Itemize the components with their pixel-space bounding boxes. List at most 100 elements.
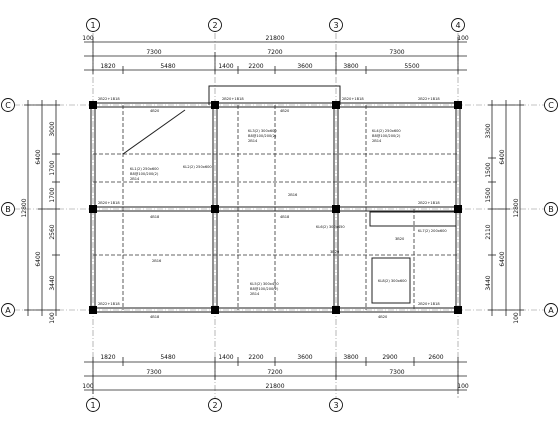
beam-note: KL2(2) 250x600 <box>183 165 212 169</box>
beam-note: 2B14 <box>248 139 258 143</box>
dim-left-sub-4: 2560 <box>49 224 56 239</box>
beam-notes: 2B22+1B18 2B20+1B18 2B20+1B18 2B22+1B18 … <box>98 97 447 319</box>
beam-note: 4B20 <box>150 109 160 113</box>
beam-note: 2B22+1B18 <box>98 302 120 306</box>
axis-label-2: 2 <box>212 21 217 30</box>
dim-bottom-bay-3: 7300 <box>389 369 404 376</box>
axis-label-4: 4 <box>455 21 460 30</box>
beam-note: KL4(2) 250x600 <box>372 129 401 133</box>
beam-note: 2B20+1B18 <box>222 97 244 101</box>
beam-note: 4B20 <box>280 109 290 113</box>
beam-note: 2B14 <box>250 292 260 296</box>
dim-right-sub-3: 1500 <box>485 187 492 202</box>
dim-top-sub-1: 1820 <box>100 63 115 70</box>
dim-bottom-sub-5: 3600 <box>297 354 312 361</box>
dim-top-sub-7: 5500 <box>404 63 419 70</box>
beam-note: KL5(2) 300x450 <box>250 282 279 286</box>
beam-note: 3B20 <box>395 237 405 241</box>
dim-top-sub-4: 2200 <box>248 63 263 70</box>
dim-right-sub-2: 1500 <box>485 162 492 177</box>
dim-right-sub-5: 3440 <box>485 275 492 290</box>
dim-right-sub-1: 3300 <box>485 123 492 138</box>
bottom-dimensions: 1820 5480 1400 2200 3600 3800 2900 2600 … <box>82 354 469 394</box>
beam-note: 2B20+1B18 <box>418 302 440 306</box>
beam-note: KL8(2) 300x600 <box>378 279 407 283</box>
beam-note: 2B20+1B18 <box>342 97 364 101</box>
axis-label-c-right: C <box>548 101 554 110</box>
beam-note: 2B16 <box>152 259 162 263</box>
axis-label-c: C <box>5 101 11 110</box>
dim-bottom-sub-2: 5480 <box>160 354 175 361</box>
axis-label-2-bottom: 2 <box>212 401 217 410</box>
beam-note: 4B18 <box>150 215 160 219</box>
axis-label-1: 1 <box>90 21 95 30</box>
beam-note: 2B22+1B18 <box>98 97 120 101</box>
dim-left-bay-1: 6400 <box>35 149 42 164</box>
beam-note: 3B20 <box>330 250 340 254</box>
dim-bottom-bay-2: 7200 <box>267 369 282 376</box>
dim-left-bay-2: 6400 <box>35 251 42 266</box>
dim-top-bay-2: 7200 <box>267 49 282 56</box>
beam-note: 2B16 <box>288 193 298 197</box>
axis-label-b: B <box>5 205 11 214</box>
dim-right-bay-1: 6400 <box>499 149 506 164</box>
left-dimensions: 12800 6400 6400 3000 1700 1700 2560 3440… <box>21 100 60 324</box>
beam-note: KL6(2) 300x450 <box>316 225 345 229</box>
beam-note: B8@100/200(2) <box>130 172 159 176</box>
dim-bottom-sub-6: 3800 <box>343 354 358 361</box>
dim-top-bay-1: 7300 <box>146 49 161 56</box>
axis-label-1-bottom: 1 <box>90 401 95 410</box>
top-dimensions: 100 21800 100 7300 7200 7300 1820 5480 1… <box>82 35 469 74</box>
columns <box>89 101 462 314</box>
dim-bottom-sub-4: 2200 <box>248 354 263 361</box>
dim-bottom-sub-8: 2600 <box>428 354 443 361</box>
axis-bubbles: 1 2 3 4 1 2 3 C B A C B A <box>1 18 558 412</box>
dim-top-bay-3: 7300 <box>389 49 404 56</box>
beam-note: 2B22+1B18 <box>418 201 440 205</box>
dim-bottom-overall: 21800 <box>265 383 284 390</box>
dim-top-offset-right: 100 <box>457 35 469 42</box>
dim-top-sub-5: 3600 <box>297 63 312 70</box>
dim-left-sub-3: 1700 <box>49 187 56 202</box>
dim-left-overall: 12800 <box>21 198 28 217</box>
beam-note: B8@100/200(2) <box>250 287 279 291</box>
beam-note: 2B14 <box>372 139 382 143</box>
dim-bottom-sub-7: 2900 <box>382 354 397 361</box>
beam-note: 4B20 <box>378 315 388 319</box>
beam-note: KL1(2) 250x600 <box>130 167 159 171</box>
dim-left-end: 100 <box>49 312 56 324</box>
axis-label-3-bottom: 3 <box>333 401 338 410</box>
dim-right-bay-2: 6400 <box>499 251 506 266</box>
dim-top-sub-6: 3800 <box>343 63 358 70</box>
dim-top-overall: 21800 <box>265 35 284 42</box>
axis-label-3: 3 <box>333 21 338 30</box>
dim-top-sub-3: 1400 <box>218 63 233 70</box>
dim-right-overall: 12800 <box>513 198 520 217</box>
dim-bottom-sub-3: 1400 <box>218 354 233 361</box>
dim-bottom-bay-1: 7300 <box>146 369 161 376</box>
dim-top-offset-left: 100 <box>82 35 94 42</box>
right-dimensions: 3300 1500 1500 2110 3440 6400 6400 12800… <box>485 100 524 324</box>
beam-note: KL7(2) 200x600 <box>418 229 447 233</box>
axis-label-b-right: B <box>548 205 554 214</box>
beam-note: B8@100/200(2) <box>372 134 401 138</box>
dim-bottom-sub-1: 1820 <box>100 354 115 361</box>
beam-note: 2B20+1B18 <box>98 201 120 205</box>
dim-left-sub-1: 3000 <box>49 121 56 136</box>
dim-left-sub-5: 3440 <box>49 275 56 290</box>
beam-note: 2B14 <box>130 177 140 181</box>
dim-left-sub-2: 1700 <box>49 160 56 175</box>
dim-top-sub-2: 5480 <box>160 63 175 70</box>
axis-label-a: A <box>5 306 11 315</box>
dim-right-end: 100 <box>513 312 520 324</box>
beam-note: KL3(2) 300x600 <box>248 129 277 133</box>
beam-note: 2B22+1B18 <box>418 97 440 101</box>
beam-note: B8@100/200(2) <box>248 134 277 138</box>
axis-label-a-right: A <box>548 306 554 315</box>
dim-bottom-offset-right: 100 <box>457 383 469 390</box>
beam-note: 4B18 <box>280 215 290 219</box>
dim-right-sub-4: 2110 <box>485 224 492 239</box>
beam-note: 4B18 <box>150 315 160 319</box>
